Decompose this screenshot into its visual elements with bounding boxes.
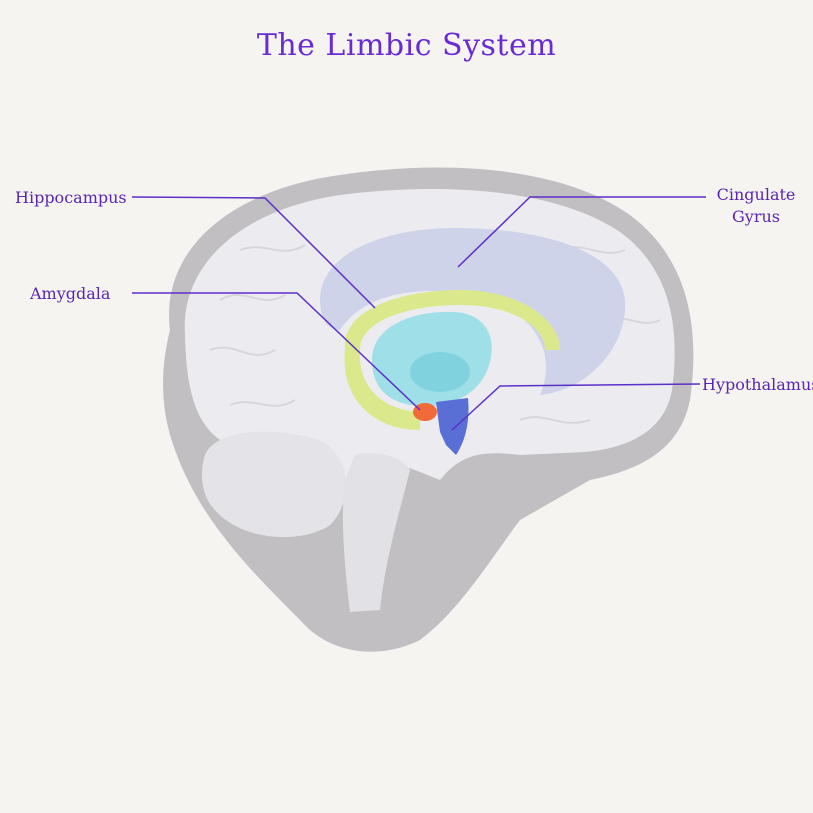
hippocampus-leader [131, 196, 376, 309]
amygdala-leader [132, 292, 421, 411]
cingulate-gyrus [320, 228, 626, 395]
leader-lines [131, 196, 706, 431]
page-title: The Limbic System [256, 28, 557, 63]
cerebellum [202, 431, 347, 537]
label-hippocampus: Hippocampus [15, 188, 127, 207]
hypothalamus [436, 398, 469, 455]
amygdala [413, 403, 437, 421]
label-cingulate-gyrus: Cingulate Gyrus [712, 184, 800, 228]
hypothalamus-leader [451, 383, 701, 431]
label-cingulate-line2: Gyrus [732, 207, 780, 226]
label-cingulate-line1: Cingulate [716, 185, 796, 204]
brainstem [342, 453, 410, 612]
label-hypothalamus: Hypothalamus [702, 375, 813, 394]
thalamus-core [410, 352, 470, 392]
cingulate-leader [457, 196, 706, 268]
label-amygdala: Amygdala [30, 284, 111, 303]
